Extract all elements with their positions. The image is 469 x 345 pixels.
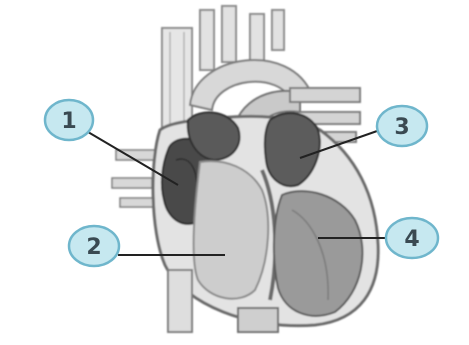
callout-label-4: 4	[404, 227, 419, 252]
descending-aorta	[238, 308, 278, 332]
callout-4: 4	[386, 218, 438, 258]
inferior-vena-cava	[168, 270, 192, 332]
callout-label-1: 1	[61, 109, 76, 134]
callout-2: 2	[69, 226, 119, 266]
callout-3: 3	[377, 106, 427, 146]
right-ventricle	[194, 161, 269, 299]
callout-label-3: 3	[394, 115, 409, 140]
callout-1: 1	[45, 100, 93, 140]
callout-label-2: 2	[86, 235, 101, 260]
